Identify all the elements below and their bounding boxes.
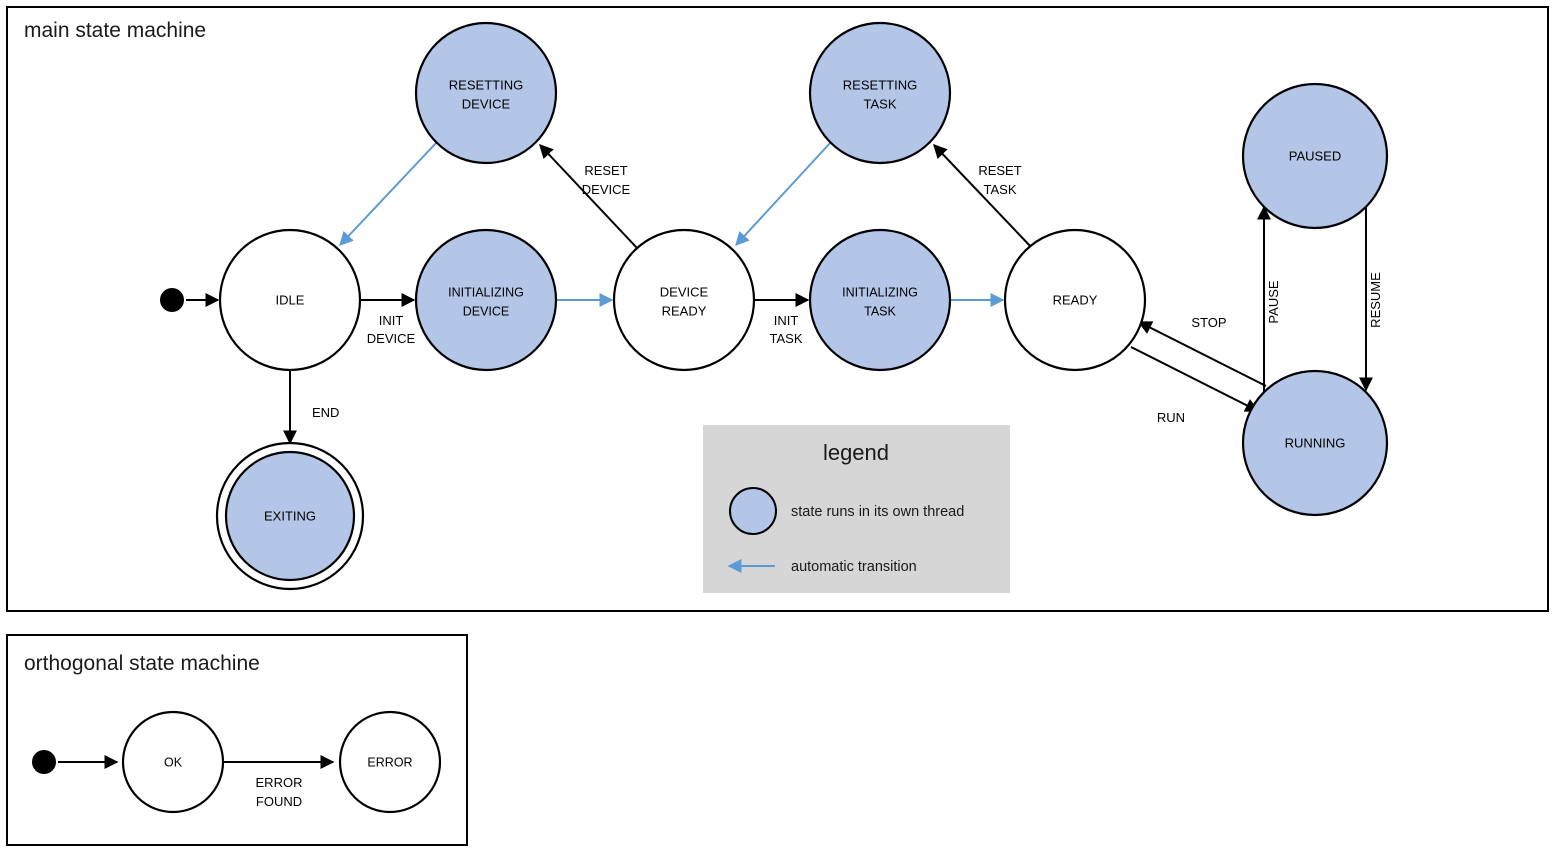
state-node-resetting-device[interactable]: RESETTING DEVICE: [414, 21, 558, 165]
state-shape-initializing-device: [414, 228, 558, 372]
state-label-exiting: EXITING: [264, 508, 316, 523]
edge-label-error-found-line2: FOUND: [256, 794, 302, 809]
state-node-resetting-task[interactable]: RESETTING TASK: [808, 21, 952, 165]
state-node-exiting[interactable]: EXITING: [215, 441, 365, 591]
state-label-paused: PAUSED: [1289, 148, 1342, 163]
state-label-device-ready-line2: READY: [662, 303, 707, 318]
state-label-ok: OK: [164, 755, 183, 769]
state-node-error[interactable]: ERROR: [338, 710, 442, 814]
state-shape-error: [338, 710, 442, 814]
edge-running-to-ready: [1137, 321, 1267, 387]
state-label-resetting-task-line1: RESETTING: [843, 77, 917, 92]
state-node-device-ready[interactable]: DEVICE READY: [612, 228, 756, 372]
edge-resetting-device-to-idle: [339, 141, 438, 247]
edge-label-run: RUN: [1157, 410, 1185, 425]
state-node-idle[interactable]: IDLE: [218, 228, 362, 372]
state-shape-ready: [1003, 228, 1147, 372]
edge-ready-to-running: [1130, 346, 1260, 412]
state-node-paused[interactable]: PAUSED: [1241, 82, 1389, 230]
state-node-initializing-task[interactable]: INITIALIZING TASK: [808, 228, 952, 372]
edge-label-reset-device-line2: DEVICE: [582, 182, 631, 197]
state-node-ok[interactable]: OK: [121, 710, 225, 814]
state-label-device-ready-line1: DEVICE: [660, 284, 709, 299]
edge-label-reset-device-line1: RESET: [584, 163, 627, 178]
state-label-resetting-task-line2: TASK: [864, 96, 897, 111]
legend: legend state runs in its own thread auto…: [703, 425, 1010, 593]
edge-label-init-task-line2: TASK: [770, 331, 803, 346]
state-label-ready: READY: [1053, 292, 1098, 307]
state-label-initializing-device-line2: DEVICE: [463, 304, 510, 318]
legend-title: legend: [823, 440, 889, 465]
edge-label-pause: PAUSE: [1266, 280, 1281, 323]
edge-label-end: END: [312, 405, 339, 420]
state-label-idle: IDLE: [276, 292, 305, 307]
state-shape-running: [1241, 369, 1389, 517]
state-shape-exiting: [224, 450, 356, 582]
state-shape-resetting-task: [808, 21, 952, 165]
start-node-orthogonal: [32, 750, 56, 774]
edge-label-init-device-line1: INIT: [379, 313, 404, 328]
state-shape-device-ready: [612, 228, 756, 372]
state-shape-paused: [1241, 82, 1389, 230]
state-label-running: RUNNING: [1285, 435, 1346, 450]
legend-item-thread-state-label: state runs in its own thread: [791, 504, 964, 520]
state-shape-idle: [218, 228, 362, 372]
state-shape-ok: [121, 710, 225, 814]
state-label-resetting-device-line2: DEVICE: [462, 96, 511, 111]
legend-item-automatic-transition-label: automatic transition: [791, 559, 917, 575]
edge-label-resume: RESUME: [1368, 272, 1383, 328]
edge-label-init-task-line1: INIT: [774, 313, 799, 328]
state-label-error: ERROR: [367, 755, 412, 769]
edge-label-stop: STOP: [1191, 315, 1226, 330]
state-label-initializing-task-line1: INITIALIZING: [842, 285, 918, 299]
main-state-machine-title: main state machine: [24, 19, 206, 42]
edge-label-init-device-line2: DEVICE: [367, 331, 416, 346]
start-node-main: [160, 288, 184, 312]
state-node-running[interactable]: RUNNING: [1241, 369, 1389, 517]
orthogonal-state-machine-title: orthogonal state machine: [24, 652, 260, 675]
state-shape-initializing-task: [808, 228, 952, 372]
edge-resetting-task-to-device-ready: [735, 141, 832, 247]
edge-label-reset-task-line2: TASK: [984, 182, 1017, 197]
edge-label-error-found-line1: ERROR: [256, 775, 303, 790]
edge-label-reset-task-line1: RESET: [978, 163, 1021, 178]
legend-thread-state-icon: [729, 487, 777, 535]
edge-device-ready-to-resetting-device: [539, 143, 638, 249]
state-node-initializing-device[interactable]: INITIALIZING DEVICE: [414, 228, 558, 372]
state-label-resetting-device-line1: RESETTING: [449, 77, 523, 92]
state-shape-resetting-device: [414, 21, 558, 165]
state-label-initializing-device-line1: INITIALIZING: [448, 285, 524, 299]
state-label-initializing-task-line2: TASK: [864, 304, 896, 318]
state-node-ready[interactable]: READY: [1003, 228, 1147, 372]
edge-ready-to-resetting-task: [933, 143, 1033, 249]
